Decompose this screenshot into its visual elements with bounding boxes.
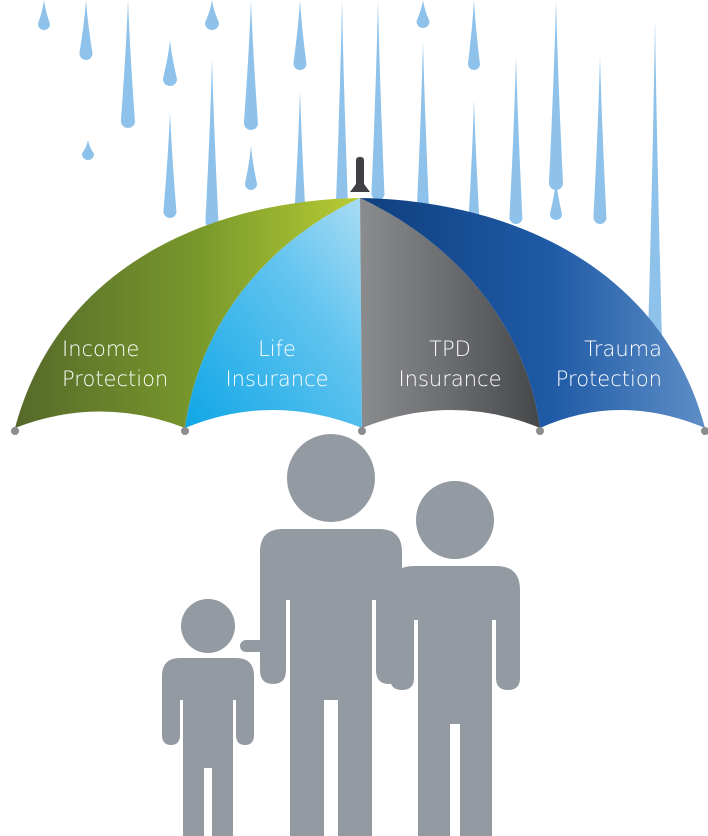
raindrop-icon	[205, 0, 219, 30]
raindrop-icon	[416, 0, 430, 29]
label-trauma-line1: Trauma	[584, 337, 662, 361]
raindrop-icon	[549, 0, 563, 190]
segment-income-protection	[15, 198, 360, 428]
adult-icon	[390, 481, 520, 836]
raindrop-icon	[38, 0, 50, 30]
label-trauma-line2: Protection	[556, 367, 662, 391]
raindrop-icon	[509, 56, 523, 225]
umbrella-tip-icon	[356, 157, 364, 187]
raindrop-icon	[205, 58, 219, 228]
raindrop-icon	[293, 90, 307, 236]
rib-tip-icon	[701, 427, 708, 435]
segment-life-insurance	[185, 198, 362, 428]
label-tpd-line2: Insurance	[398, 367, 501, 391]
held-hands	[240, 640, 270, 652]
raindrop-icon	[121, 0, 135, 128]
label-tpd-line1: TPD	[429, 337, 471, 361]
raindrop-icon	[467, 100, 481, 245]
family-group	[162, 434, 520, 836]
segment-tpd-insurance	[360, 198, 540, 428]
raindrop-icon	[293, 0, 307, 70]
rib-tip-icon	[358, 427, 366, 435]
segment-trauma-protection	[360, 198, 705, 428]
rib-tip-icon	[536, 427, 544, 435]
label-life-line1: Life	[258, 337, 296, 361]
adult-icon	[260, 434, 402, 836]
raindrop-icon	[593, 56, 607, 225]
label-life-line2: Insurance	[225, 367, 328, 391]
raindrop-icon	[163, 112, 177, 219]
raindrop-icon	[648, 20, 662, 345]
raindrop-icon	[468, 0, 480, 70]
raindrop-icon	[371, 0, 385, 200]
label-income-line1: Income	[62, 337, 139, 361]
raindrop-icon	[336, 0, 348, 210]
rib-tip-icon	[11, 427, 19, 435]
raindrop-icon	[163, 40, 177, 86]
raindrop-icon	[245, 146, 257, 190]
child-icon	[162, 599, 254, 836]
raindrop-icon	[79, 0, 93, 60]
raindrop-icon	[82, 140, 94, 160]
held-hands	[386, 575, 404, 589]
umbrella: Income Protection Life Insurance TPD Ins…	[11, 157, 708, 435]
raindrop-icon	[244, 0, 258, 130]
raindrop-icon	[416, 40, 430, 225]
umbrella-ferrule-icon	[350, 184, 370, 192]
label-income-line2: Protection	[62, 367, 168, 391]
rib-tip-icon	[181, 427, 189, 435]
raindrop-icon	[550, 180, 562, 220]
